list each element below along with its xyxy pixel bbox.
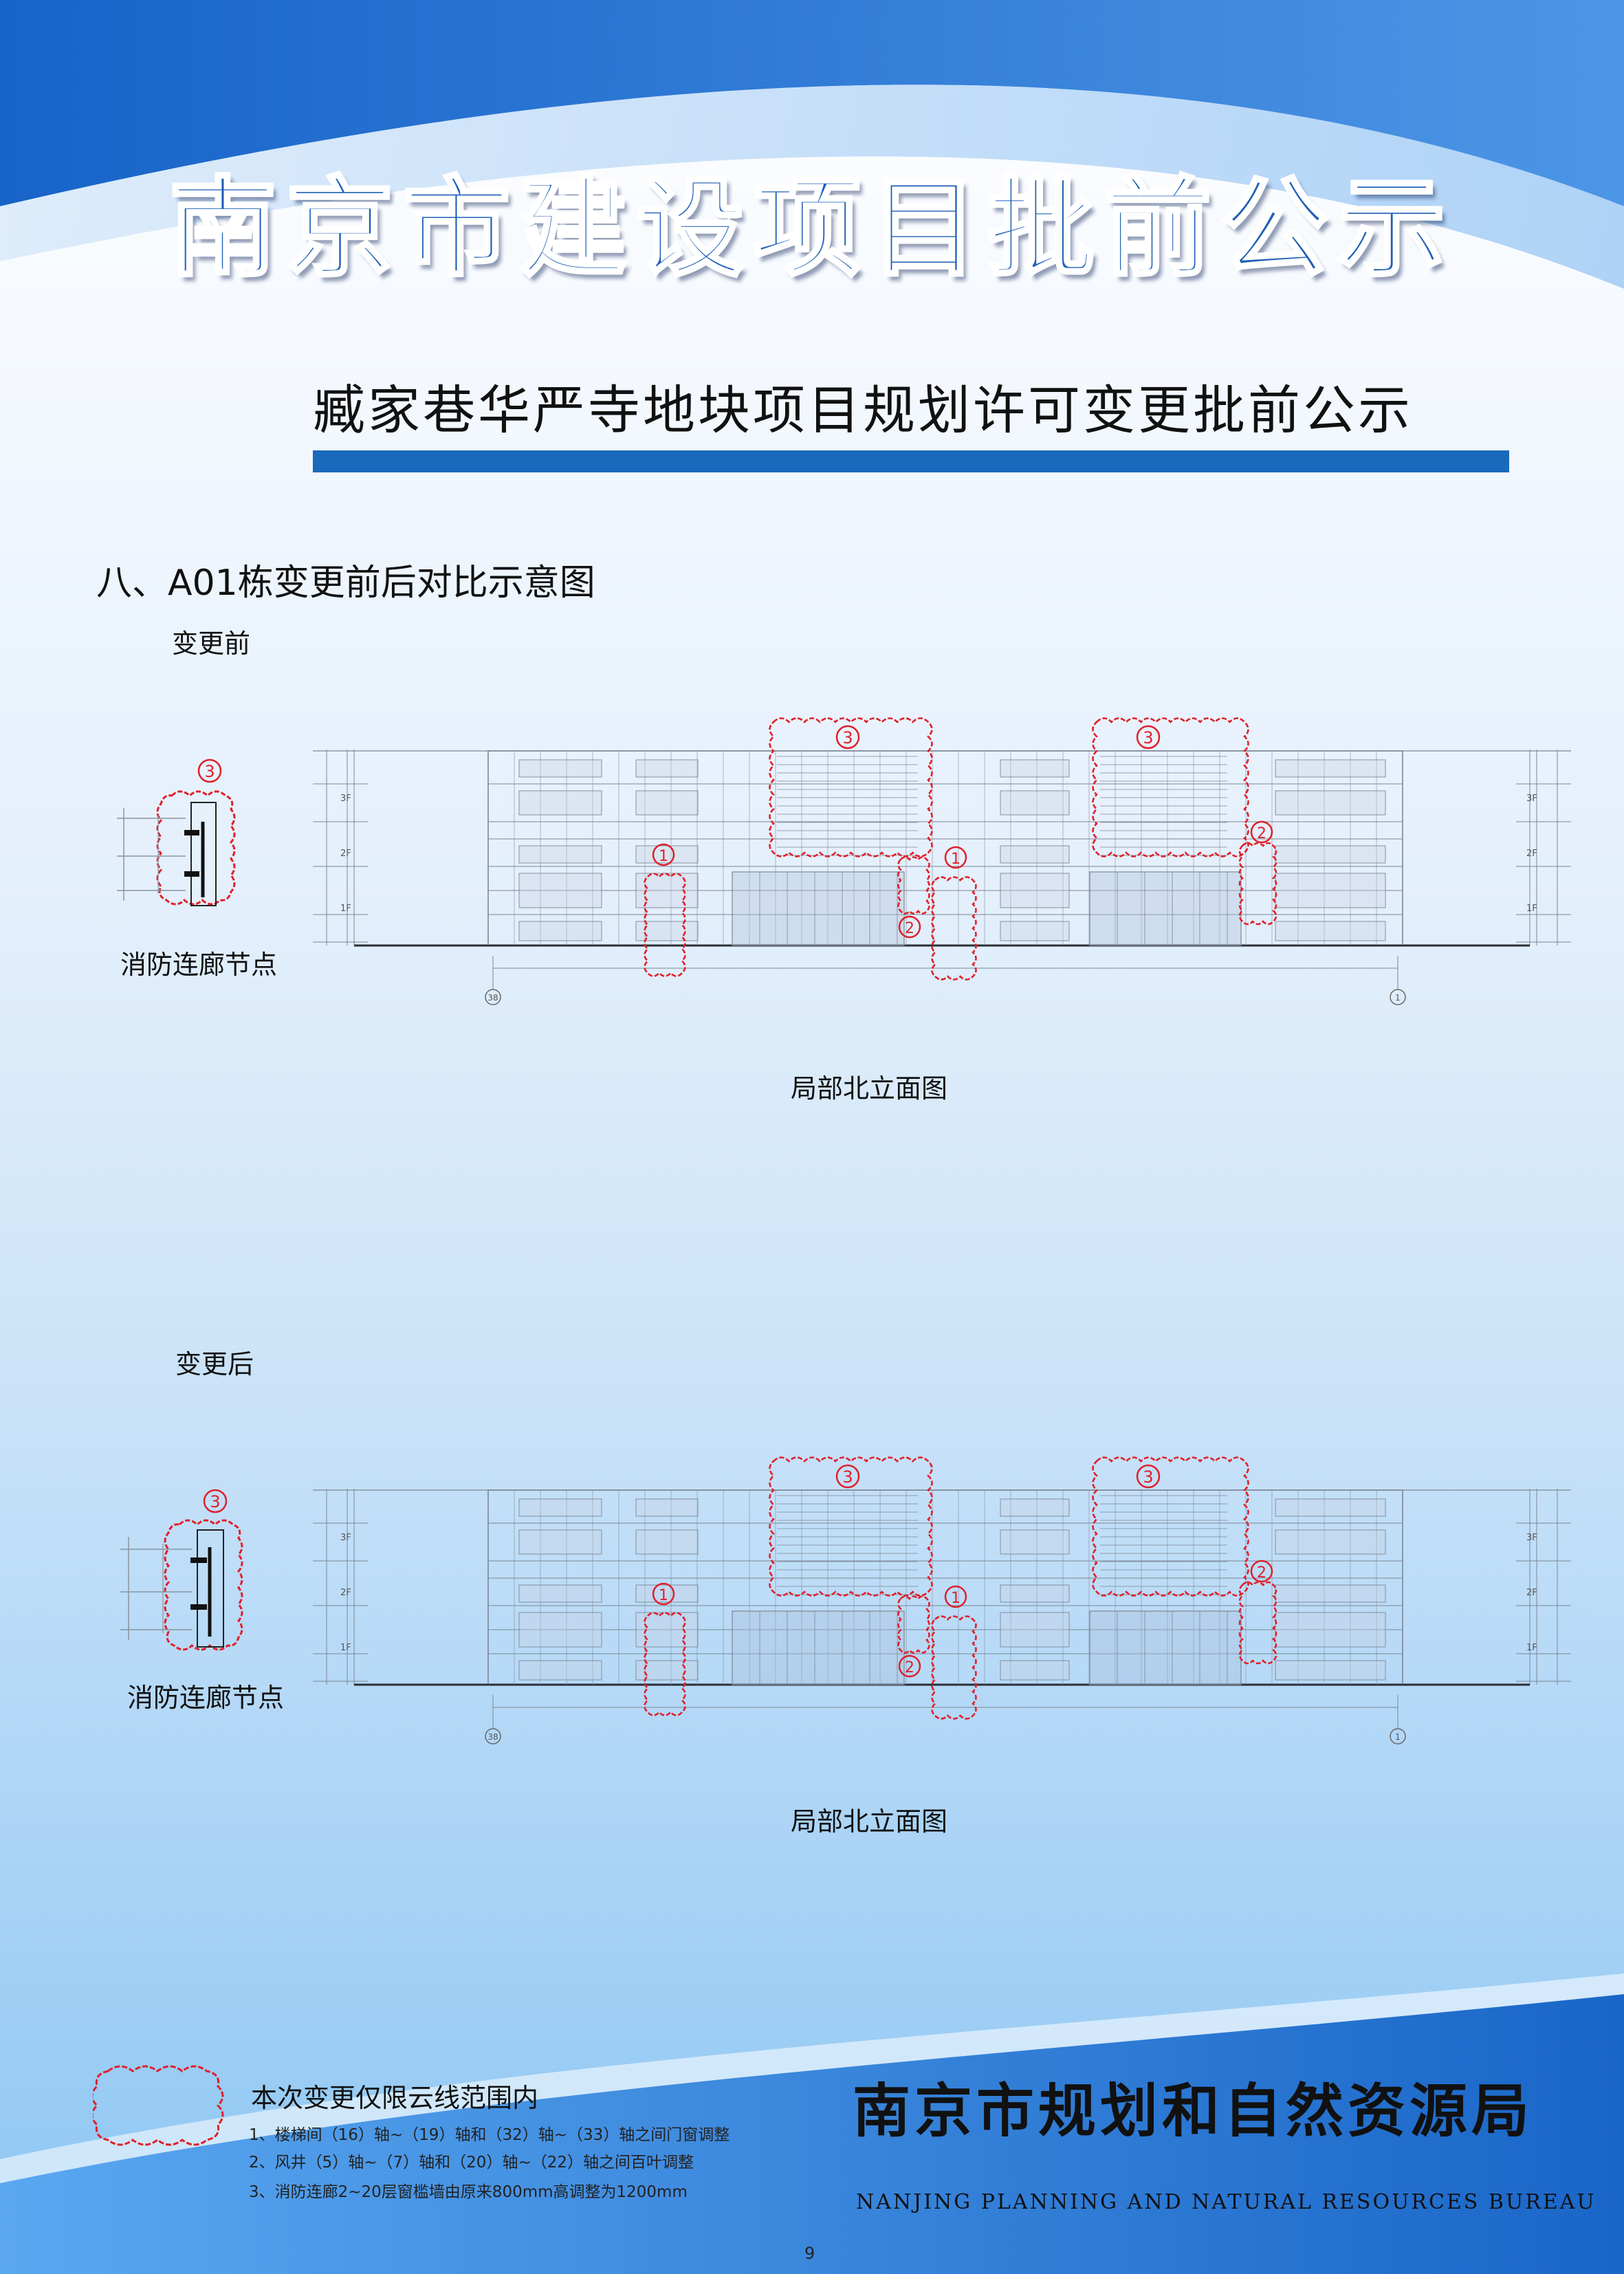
floor-label-1f: 1F: [340, 1643, 351, 1653]
before-drawing-caption: 局部北立面图: [791, 1073, 948, 1104]
legend-item-2: 2、风井（5）轴~（7）轴和（20）轴~（22）轴之间百叶调整: [249, 2154, 694, 2172]
axis-label-left: 38: [487, 1732, 498, 1742]
floor-label-2f-right: 2F: [1526, 1588, 1537, 1598]
elevation-structure: [313, 750, 1571, 989]
marker-2-left: 2: [905, 1659, 914, 1676]
bureau-name-en: NANJING PLANNING AND NATURAL RESOURCES B…: [856, 2190, 1596, 2214]
before-node-label: 消防连廊节点: [120, 950, 278, 980]
marker-3-right: 3: [1143, 728, 1153, 747]
marker-3-right: 3: [1143, 1467, 1153, 1487]
marker-2-right: 2: [1257, 1564, 1266, 1582]
before-elevation-drawing: 3F 2F 1F 3F 2F 1F 38 1 3 3 1 1 2 2: [313, 717, 1571, 1005]
revision-clouds-after: [644, 1456, 1277, 1720]
axis-label-left: 38: [487, 993, 498, 1003]
axis-bubbles: 38 1: [485, 989, 1406, 1005]
axis-bubbles-after: 38 1: [485, 1728, 1406, 1745]
floor-label-2f-right: 2F: [1526, 849, 1537, 859]
cloud-markers-after: 3 3 1 1 2 2: [652, 1464, 1273, 1678]
project-subtitle: 臧家巷华严寺地块项目规划许可变更批前公示: [313, 380, 1413, 441]
floor-label-1f: 1F: [340, 904, 351, 914]
axis-label-right: 1: [1395, 1732, 1401, 1742]
legend-cloud-symbol: [93, 2065, 224, 2146]
marker-2-right: 2: [1257, 825, 1266, 842]
after-elevation-drawing: 3F 2F 1F 3F 2F 1F 38 1 3 3 1 1 2 2: [313, 1456, 1571, 1745]
floor-label-2f: 2F: [340, 1588, 351, 1598]
elevation-structure-after: [313, 1489, 1571, 1728]
marker-1-right: 1: [951, 1590, 961, 1607]
marker-1-left: 1: [659, 1587, 668, 1604]
floor-label-3f-right: 3F: [1526, 794, 1537, 804]
before-label: 变更前: [172, 628, 251, 659]
floor-labels-after: 3F 2F 1F 3F 2F 1F: [340, 1533, 1537, 1653]
legend-item-1: 1、楼梯间（16）轴~（19）轴和（32）轴~（33）轴之间门窗调整: [249, 2126, 730, 2144]
after-drawing-caption: 局部北立面图: [791, 1806, 948, 1837]
marker-3-left: 3: [842, 1467, 853, 1487]
section-heading: 八、A01栋变更前后对比示意图: [96, 562, 595, 604]
marker-1-left: 1: [659, 848, 668, 865]
floor-label-2f: 2F: [340, 849, 351, 859]
node-marker-3-after: 3: [210, 1492, 220, 1511]
main-title: 南京市建设项目批前公示: [168, 164, 1455, 293]
floor-label-3f-right: 3F: [1526, 1533, 1537, 1543]
after-label: 变更后: [175, 1349, 254, 1379]
axis-label-right: 1: [1395, 993, 1401, 1003]
floor-label-3f: 3F: [340, 1533, 351, 1543]
marker-3-left: 3: [842, 728, 853, 747]
node-marker-3: 3: [204, 762, 215, 781]
floor-labels: 3F 2F 1F 3F 2F 1F: [340, 794, 1537, 914]
floor-label-3f: 3F: [340, 794, 351, 804]
legend-title: 本次变更仅限云线范围内: [251, 2083, 539, 2113]
marker-1-right: 1: [951, 851, 961, 868]
bureau-name-cn: 南京市规划和自然资源局: [853, 2077, 1534, 2145]
subtitle-underline-bar: [313, 450, 1509, 472]
after-node-label: 消防连廊节点: [127, 1683, 285, 1713]
after-node-detail: 3: [120, 1489, 243, 1651]
floor-label-1f-right: 1F: [1526, 1643, 1537, 1653]
revision-clouds: [644, 717, 1277, 981]
cloud-markers: 3 3 1 1 2 2: [652, 725, 1273, 939]
floor-label-1f-right: 1F: [1526, 904, 1537, 914]
marker-2-left: 2: [905, 920, 914, 937]
before-node-detail: 3: [117, 758, 236, 906]
legend-item-3: 3、消防连廊2~20层窗槛墙由原来800mm高调整为1200mm: [249, 2183, 688, 2201]
page-number: 9: [804, 2244, 815, 2263]
